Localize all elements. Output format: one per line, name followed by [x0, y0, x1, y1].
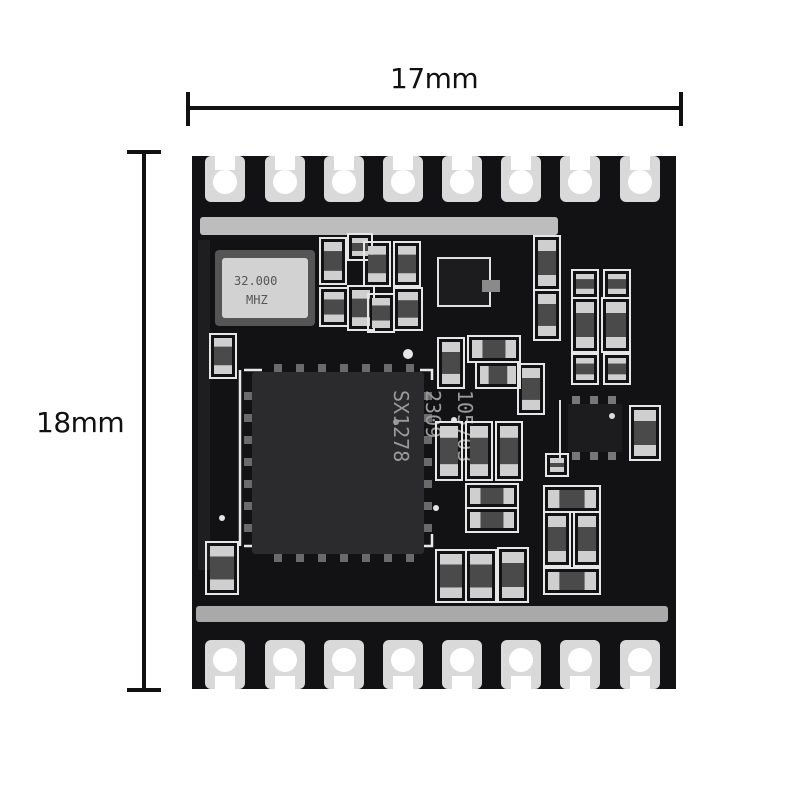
- castellated-pad: [383, 156, 423, 202]
- sot23-transistor: [437, 257, 500, 307]
- smd-component: [543, 511, 571, 567]
- top-shield-strip: [200, 217, 558, 235]
- castellated-pad: [442, 156, 482, 202]
- smd-component: [319, 287, 349, 327]
- castellated-pad: [265, 640, 305, 689]
- smd-component: [475, 361, 521, 389]
- bottom-shield-strip: [196, 606, 668, 622]
- smd-component: [571, 353, 599, 385]
- smd-component: [603, 353, 631, 385]
- top-pad-row: [205, 156, 660, 202]
- castellated-pad: [442, 640, 482, 689]
- smd-component: [437, 337, 465, 389]
- smd-component: [205, 541, 239, 595]
- smd-component: [543, 567, 601, 595]
- smd-component: [533, 289, 561, 341]
- smd-component: [543, 485, 601, 513]
- crystal-frequency: 32.000: [234, 274, 277, 288]
- smd-component: [467, 335, 521, 363]
- castellated-pad: [265, 156, 305, 202]
- smd-component: [319, 237, 347, 285]
- height-dimension-line: [127, 150, 161, 692]
- castellated-pad: [383, 640, 423, 689]
- smd-component: [435, 421, 463, 481]
- smd-component: [495, 421, 523, 481]
- smd-component: [533, 235, 561, 291]
- smd-component: [629, 405, 661, 461]
- smd-component: [363, 241, 391, 287]
- bottom-pad-row: [205, 640, 660, 689]
- castellated-pad: [560, 156, 600, 202]
- smd-component: [545, 453, 569, 477]
- castellated-pad: [560, 640, 600, 689]
- smd-component: [465, 421, 493, 481]
- castellated-pad: [620, 156, 660, 202]
- width-dimension-label: 17mm: [390, 62, 479, 95]
- castellated-pad: [324, 640, 364, 689]
- vias: [219, 349, 457, 521]
- crystal-unit: MHZ: [246, 293, 268, 307]
- smd-component: [393, 241, 421, 287]
- smd-component: [517, 363, 545, 415]
- castellated-pad: [620, 640, 660, 689]
- castellated-pad: [501, 640, 541, 689]
- smd-component: [465, 507, 519, 533]
- smd-component: [573, 511, 601, 567]
- smd-component: [497, 547, 529, 603]
- smd-component: [571, 297, 599, 353]
- smd-component: [209, 333, 237, 379]
- chip-silkscreen-outline: [238, 368, 434, 548]
- width-dimension-line: [186, 92, 683, 126]
- left-shield-strip: [198, 240, 210, 570]
- height-dimension-label: 18mm: [36, 406, 125, 439]
- castellated-pad: [324, 156, 364, 202]
- smd-component: [465, 549, 497, 603]
- castellated-pad: [205, 156, 245, 202]
- castellated-pad: [501, 156, 541, 202]
- chip-part-number: SX1278: [389, 390, 413, 462]
- crystal-oscillator: 32.000 MHZ: [215, 250, 315, 326]
- smd-component: [435, 549, 467, 603]
- sx1278-chip: SX1278 2309 105703: [244, 364, 477, 562]
- smd-component: [601, 297, 631, 353]
- passive-components: [205, 233, 661, 603]
- castellated-pad: [205, 640, 245, 689]
- smd-component: [393, 287, 423, 331]
